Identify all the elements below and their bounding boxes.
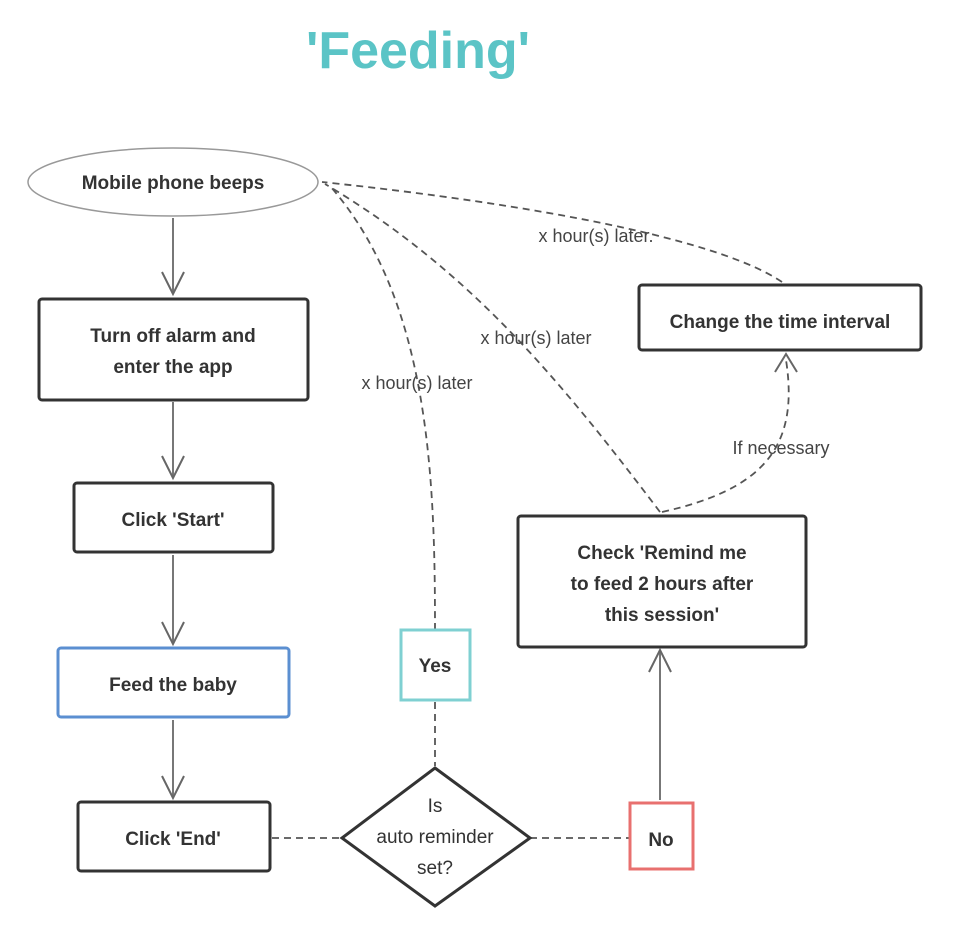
no-node: No (628, 801, 695, 871)
diagram-title: 'Feeding' (306, 22, 530, 80)
change-to-beeps-connector (321, 181, 783, 283)
start-node: Mobile phone beeps (27, 147, 319, 217)
later-label-middle: x hour(s) later (480, 328, 591, 348)
change-arrowhead (774, 352, 798, 373)
later-label-left: x hour(s) later (361, 373, 472, 393)
start-to-feed-arrowhead (161, 621, 185, 647)
turnoff-to-start-arrowhead (161, 455, 185, 481)
turn-off-node: Turn off alarm and enter the app (37, 297, 310, 402)
decision-label-line3: set? (417, 858, 453, 879)
yes-node: Yes (399, 628, 472, 702)
yes-node-box (399, 628, 472, 702)
no-label: No (648, 830, 673, 851)
feed-node-box (56, 646, 291, 719)
decision-label-line1: Is (428, 796, 443, 817)
no-node-box (628, 801, 695, 871)
change-interval-label: Change the time interval (670, 312, 891, 333)
check-to-beeps-connector (324, 183, 661, 513)
change-interval-node: Change the time interval (637, 283, 923, 352)
turn-off-label-line2: enter the app (113, 357, 232, 378)
check-label-line2: to feed 2 hours after (571, 574, 754, 595)
later-label-top: x hour(s) later. (538, 226, 653, 246)
no-to-check-arrowhead (648, 647, 672, 673)
decision-node: Is auto reminder set? (339, 766, 533, 908)
check-label-line1: Check 'Remind me (577, 543, 746, 564)
check-remind-node: Check 'Remind me to feed 2 hours after t… (516, 514, 808, 649)
check-label-line3: this session' (605, 605, 719, 626)
check-to-change-connector (661, 359, 790, 513)
feed-label: Feed the baby (109, 675, 237, 696)
click-end-node: Click 'End' (76, 800, 272, 873)
if-necessary-label: If necessary (732, 438, 829, 458)
beeps-to-turnoff-arrowhead (161, 271, 185, 297)
click-end-label: Click 'End' (125, 829, 221, 850)
start-node-label: Mobile phone beeps (82, 173, 265, 194)
feed-node: Feed the baby (56, 646, 291, 719)
yes-to-beeps-connector (329, 185, 436, 631)
yes-label: Yes (419, 656, 452, 677)
click-start-node: Click 'Start' (72, 481, 275, 554)
decision-label-line2: auto reminder (376, 827, 494, 848)
feed-to-end-arrowhead (161, 775, 185, 801)
click-start-label: Click 'Start' (121, 510, 224, 531)
turn-off-label-line1: Turn off alarm and (90, 326, 255, 347)
